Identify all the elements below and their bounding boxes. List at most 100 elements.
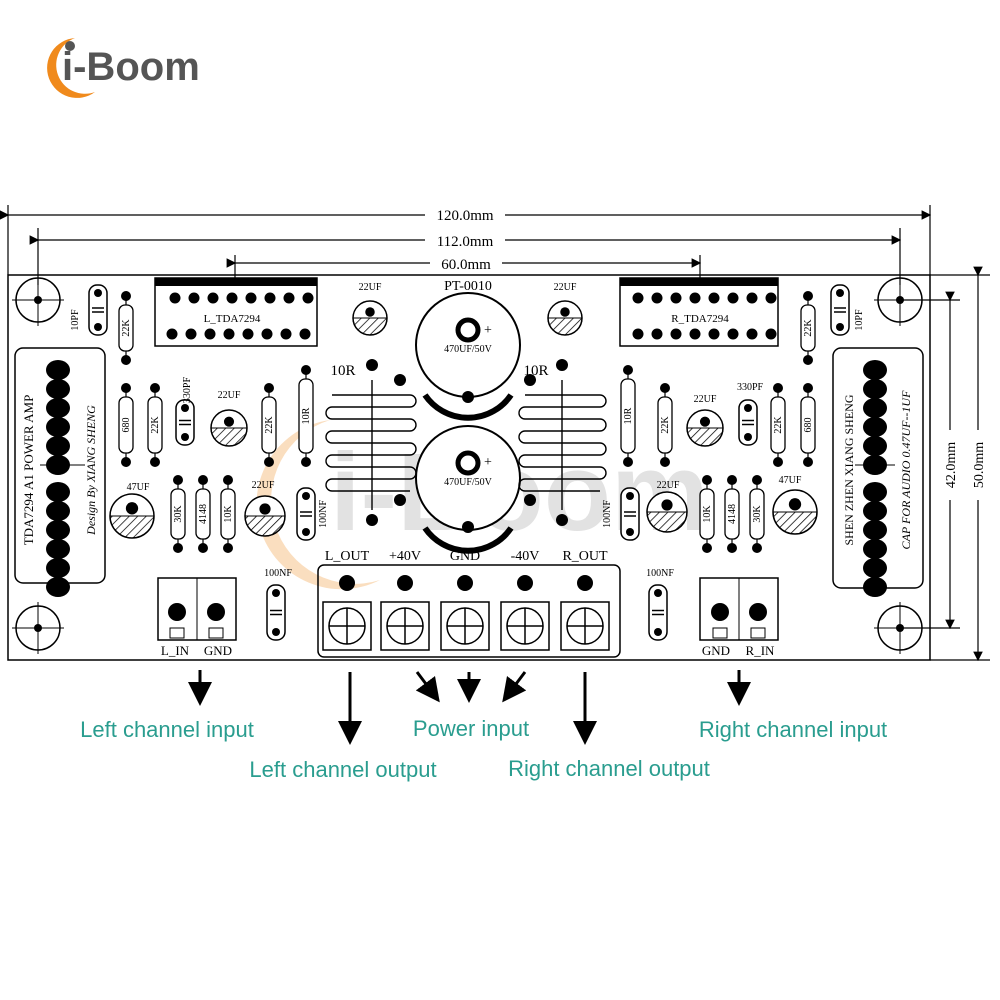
ceramic-capacitor: [620, 487, 640, 541]
header-pad: [863, 520, 887, 540]
diode: [195, 475, 211, 553]
terminal-label-neg40: -40V: [511, 549, 540, 564]
ceramic-capacitor: [88, 284, 108, 336]
component-label: 22K: [121, 319, 132, 337]
screw-terminal: [322, 575, 372, 651]
terminal-label-l-out: L_OUT: [325, 549, 370, 564]
right-silk-title: SHEN ZHEN XIANG SHENG: [842, 394, 856, 545]
cap-value: 470UF/50V: [444, 477, 493, 488]
ic-pin: [746, 328, 758, 340]
logo-text: i-Boom: [62, 45, 200, 89]
left-silk-title: TDA7294 A1 POWER AMP: [21, 395, 36, 546]
resistor: [699, 475, 715, 553]
cap-plus-label: +: [484, 323, 492, 338]
component-label: 680: [121, 418, 132, 433]
electrolytic-capacitor: [646, 491, 688, 533]
brand-logo: i-Boom: [47, 38, 200, 98]
ic-pin: [185, 328, 197, 340]
annotation-arrows: [188, 670, 751, 745]
header-pad: [46, 436, 70, 456]
header-pad: [46, 520, 70, 540]
ic-pin: [226, 292, 238, 304]
ic-right-label: R_TDA7294: [671, 313, 729, 325]
header-pad: [863, 379, 887, 399]
resistor: [170, 475, 186, 553]
terminal-label-r-out: R_OUT: [562, 549, 608, 564]
right-input-r-in-label: R_IN: [746, 643, 776, 658]
resistor: [770, 383, 786, 467]
header-pad: [863, 558, 887, 578]
ceramic-capacitor: [738, 399, 758, 446]
screw-terminal: [380, 575, 430, 651]
solder-pad: [462, 521, 474, 533]
ic-pin: [207, 292, 219, 304]
dim-60mm: 60.0mm: [441, 257, 491, 273]
resistor: [749, 475, 765, 553]
header-pad: [46, 379, 70, 399]
side-pads: [46, 360, 887, 597]
component-label: 10K: [702, 505, 713, 523]
ceramic-capacitor: [648, 584, 668, 641]
ic-pins: [166, 292, 777, 340]
screw-terminal: [440, 575, 490, 651]
mounting-hole: [12, 602, 64, 654]
mounting-holes: [12, 274, 926, 654]
ic-pin: [166, 328, 178, 340]
resistor: [657, 383, 673, 467]
header-pad: [46, 455, 70, 475]
header-pad: [863, 577, 887, 597]
board-model: PT-0010: [444, 279, 492, 294]
header-pad: [863, 455, 887, 475]
electrolytic-capacitor: [686, 409, 724, 447]
ic-left-label: L_TDA7294: [204, 313, 261, 325]
solder-pad: [366, 359, 378, 371]
solder-pad: [556, 359, 568, 371]
annotations: Left channel input Left channel output P…: [80, 716, 887, 782]
ceramic-capacitor: [175, 399, 195, 446]
header-pad: [863, 398, 887, 418]
mounting-hole: [874, 602, 926, 654]
ic-pin: [651, 292, 663, 304]
resistor: [298, 365, 314, 467]
ic-right: R_TDA7294: [619, 277, 779, 347]
terminal-label-pos40: +40V: [389, 549, 421, 564]
ic-pin: [689, 328, 701, 340]
annot-left-output: Left channel output: [249, 757, 436, 782]
header-pad: [46, 417, 70, 437]
component-label: 10K: [223, 505, 234, 523]
cap-value: 470UF/50V: [444, 344, 493, 355]
component-label: 22UF: [252, 480, 275, 491]
component-label: 22K: [150, 416, 161, 434]
ic-pin: [727, 292, 739, 304]
component-label: 4148: [727, 504, 738, 524]
ic-pin: [261, 328, 273, 340]
ic-pin: [708, 292, 720, 304]
resistor: [800, 291, 816, 365]
header-pad: [863, 436, 887, 456]
ic-pin: [264, 292, 276, 304]
dim-42mm: 42.0mm: [944, 442, 959, 488]
watermark-text: i-Boom: [330, 431, 709, 554]
component-label: 100NF: [646, 568, 674, 579]
header-pad: [863, 482, 887, 502]
component-label: 22K: [803, 319, 814, 337]
component-label: 22UF: [694, 394, 717, 405]
electrolytic-capacitor: [547, 300, 583, 336]
annot-power-input: Power input: [413, 716, 529, 741]
annot-right-input: Right channel input: [699, 717, 887, 742]
electrolytic-capacitor: [210, 409, 248, 447]
ic-pin: [245, 292, 257, 304]
resistor: [220, 475, 236, 553]
solder-pad: [366, 514, 378, 526]
electrolytic-capacitor: [244, 495, 286, 537]
resistor: [147, 383, 163, 467]
solder-pad: [394, 374, 406, 386]
ic-pin: [302, 292, 314, 304]
right-silk-note: CAP FOR AUDIO 0.47UF--1UF: [899, 390, 913, 550]
annot-right-output: Right channel output: [508, 756, 710, 781]
output-terminal-block: L_OUT +40V GND -40V R_OUT: [317, 549, 621, 658]
dim-120mm: 120.0mm: [436, 208, 493, 224]
mounting-hole: [12, 274, 64, 326]
component-label: 100NF: [264, 568, 292, 579]
resistor: [261, 383, 277, 467]
